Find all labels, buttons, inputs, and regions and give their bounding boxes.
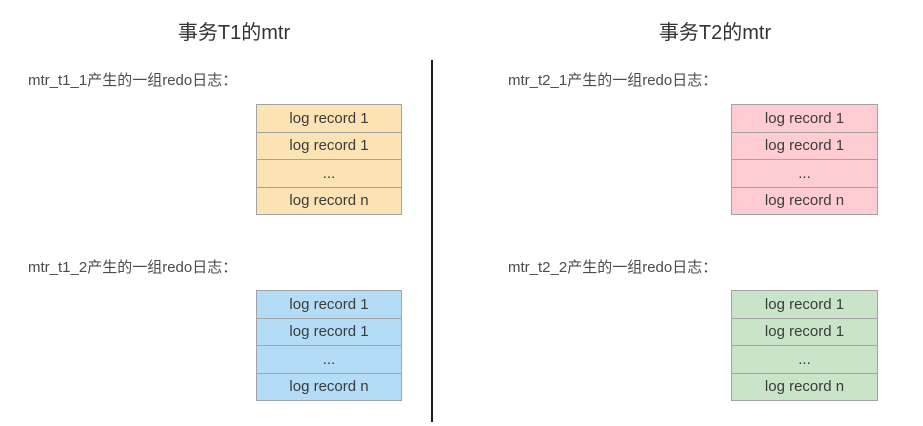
- group-label-mtr-t1-1: mtr_t1_1产生的一组redo日志：: [28, 72, 238, 89]
- log-record-row: log record 1: [289, 295, 369, 313]
- log-record-row: log record n: [732, 186, 877, 215]
- panel-divider-line: [431, 60, 433, 422]
- log-record-row: log record 1: [732, 317, 877, 346]
- log-record-row: log record n: [732, 372, 877, 401]
- log-record-row-ellipsis: ...: [732, 159, 877, 187]
- log-record-row: log record n: [257, 186, 401, 215]
- group-label-mtr-t2-2: mtr_t2_2产生的一组redo日志：: [508, 259, 718, 276]
- group-label-mtr-t2-1: mtr_t2_1产生的一组redo日志：: [508, 72, 718, 89]
- panel-title-t1: 事务T1的mtr: [177, 22, 291, 44]
- log-record-row: log record n: [257, 372, 401, 401]
- log-record-table-mtr-t2-2: log record 1 log record 1 ... log record…: [731, 290, 878, 401]
- log-record-row: log record 1: [764, 109, 845, 127]
- log-record-table-mtr-t1-1: log record 1 log record 1 ... log record…: [256, 104, 402, 215]
- panel-title-t2: 事务T2的mtr: [658, 22, 772, 44]
- log-record-row: log record 1: [257, 317, 401, 346]
- group-label-mtr-t1-2: mtr_t1_2产生的一组redo日志：: [28, 259, 238, 276]
- log-record-row: log record 1: [289, 109, 369, 127]
- log-record-row-ellipsis: ...: [257, 345, 401, 373]
- log-record-row: log record 1: [732, 131, 877, 160]
- log-record-table-mtr-t1-2: log record 1 log record 1 ... log record…: [256, 290, 402, 401]
- log-record-row: log record 1: [257, 131, 401, 160]
- log-record-row: log record 1: [764, 295, 845, 313]
- log-record-table-mtr-t2-1: log record 1 log record 1 ... log record…: [731, 104, 878, 215]
- log-record-row-ellipsis: ...: [257, 159, 401, 187]
- log-record-row-ellipsis: ...: [732, 345, 877, 373]
